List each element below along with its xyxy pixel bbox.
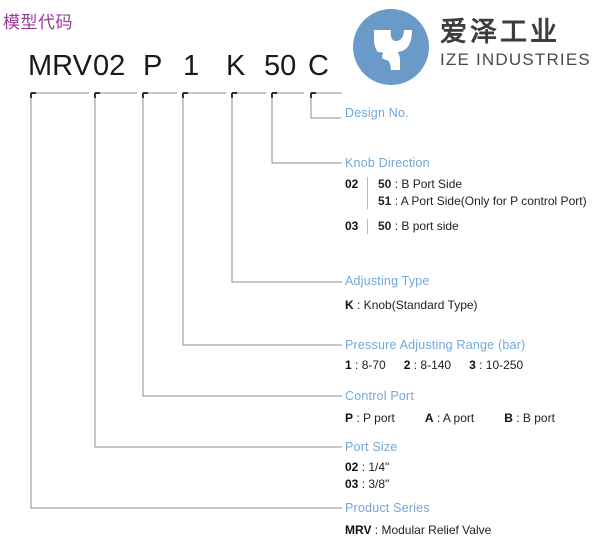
value-desc: : 3/8": [361, 477, 390, 491]
knob-direction-table: 02 50 : B Port Side 51 : A Port Side(Onl…: [345, 176, 587, 235]
code-token-product-series: MRV: [28, 50, 92, 82]
annotation-title-adjusting-type: Adjusting Type: [345, 274, 430, 288]
annotation-rows-control-port: P : P port A : A port B : B port: [345, 410, 555, 427]
value-desc: : B port: [516, 411, 555, 425]
ize-circular-logo-icon: [352, 8, 430, 86]
knob-direction-group: 02 50 : B Port Side 51 : A Port Side(Onl…: [345, 176, 587, 210]
annotation-title-port-size: Port Size: [345, 440, 398, 454]
annotation-rows-product-series: MRV : Modular Relief Valve: [345, 522, 491, 539]
annotation-title-knob-direction: Knob Direction: [345, 156, 430, 170]
value-desc: : 8-140: [413, 358, 452, 372]
value-key: A: [424, 411, 434, 425]
value-desc: : B port side: [394, 219, 459, 233]
list-item: 50 : B Port Side: [378, 176, 587, 193]
brand-name-en: IZE INDUSTRIES: [440, 50, 591, 69]
value-desc: : 8-70: [355, 358, 386, 372]
annotation-adjusting-type: Adjusting Type K : Knob(Standard Type): [345, 274, 478, 314]
code-token-port-size: 02: [93, 50, 126, 82]
annotation-design-no: Design No.: [345, 106, 409, 121]
value-desc: : 1/4": [361, 460, 390, 474]
annotation-title-product-series: Product Series: [345, 501, 430, 515]
value-key: 50: [378, 219, 392, 233]
code-token-design-no: C: [308, 50, 329, 82]
brand-name-cn: 爱泽工业: [440, 17, 560, 47]
divider: [367, 177, 368, 209]
knob-direction-group: 03 50 : B port side: [345, 218, 587, 235]
code-token-adjusting-type: K: [226, 50, 246, 82]
annotation-product-series: Product Series MRV : Modular Relief Valv…: [345, 501, 491, 539]
knob-direction-group-code: 02: [345, 177, 359, 191]
value-desc: : B Port Side: [394, 177, 463, 191]
annotation-knob-direction: Knob Direction 02 50 : B Port Side 51 : …: [345, 156, 587, 243]
value-key: 1: [345, 358, 352, 372]
value-key: 03: [345, 477, 359, 491]
divider: [367, 219, 368, 234]
list-item: 51 : A Port Side(Only for P control Port…: [378, 193, 587, 210]
knob-direction-values: 50 : B Port Side 51 : A Port Side(Only f…: [378, 176, 587, 210]
value-desc: : A port: [436, 411, 475, 425]
value-desc: : A Port Side(Only for P control Port): [394, 194, 587, 208]
value-desc: : 10-250: [479, 358, 524, 372]
value-key: P: [345, 411, 354, 425]
value-desc: : Modular Relief Valve: [374, 523, 492, 537]
annotation-title-control-port: Control Port: [345, 389, 415, 403]
annotation-rows-adjusting-type: K : Knob(Standard Type): [345, 297, 478, 314]
value-key: B: [504, 411, 513, 425]
page-title: 模型代码: [3, 13, 73, 32]
code-token-control-port: P: [143, 50, 163, 82]
list-item: 03 : 3/8": [345, 476, 398, 493]
code-token-knob-direction: 50: [264, 50, 297, 82]
knob-direction-group-code: 03: [345, 219, 359, 233]
annotation-title-pressure-range: Pressure Adjusting Range (bar): [345, 338, 526, 352]
list-item: 02 : 1/4": [345, 459, 398, 476]
list-item: 50 : B port side: [378, 218, 459, 235]
model-code-string: MRV 02 P 1 K 50 C: [0, 48, 340, 84]
knob-direction-values: 50 : B port side: [378, 218, 459, 235]
value-desc: : P port: [356, 411, 395, 425]
brand-logo: 爱泽工业 IZE INDUSTRIES: [352, 6, 604, 88]
annotation-pressure-range: Pressure Adjusting Range (bar) 1 : 8-70 2…: [345, 338, 525, 374]
annotation-title-design-no: Design No.: [345, 106, 409, 120]
value-key: 02: [345, 460, 359, 474]
value-key: MRV: [345, 523, 372, 537]
value-key: 51: [378, 194, 392, 208]
code-token-pressure-range: 1: [183, 50, 200, 82]
value-key: 3: [469, 358, 476, 372]
value-key: K: [345, 298, 354, 312]
annotation-control-port: Control Port P : P port A : A port B : B p…: [345, 389, 555, 427]
value-key: 2: [403, 358, 411, 372]
value-key: 50: [378, 177, 392, 191]
value-desc: : Knob(Standard Type): [357, 298, 478, 312]
annotation-port-size: Port Size 02 : 1/4" 03 : 3/8": [345, 440, 398, 493]
annotation-rows-pressure-range: 1 : 8-70 2 : 8-140 3 : 10-250: [345, 357, 525, 374]
brand-wordmark: 爱泽工业 IZE INDUSTRIES: [440, 16, 591, 71]
